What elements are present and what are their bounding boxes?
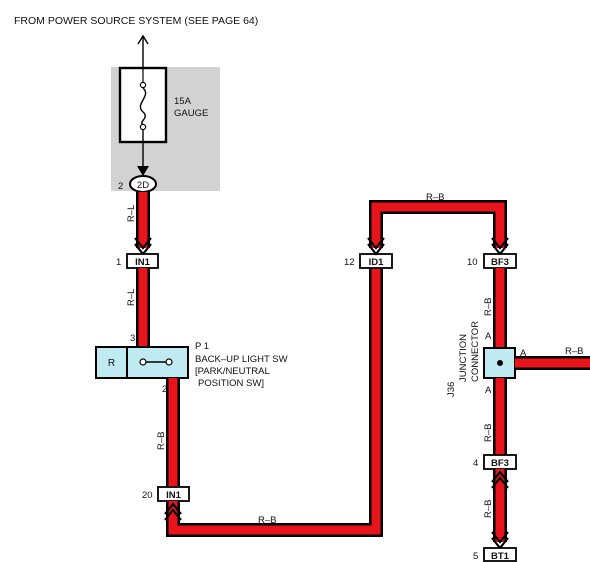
fuse-pin-number: 2: [118, 181, 123, 192]
power-input-arrow: [137, 34, 149, 68]
power-source-text: FROM POWER SOURCE SYSTEM (SEE PAGE 64): [14, 15, 258, 27]
switch-position-label: R: [108, 358, 115, 369]
bt1-pin: 5: [473, 551, 478, 562]
junction-node: [497, 360, 503, 366]
wire-r-l-upper: [136, 192, 150, 248]
fuse-rating: 15A: [174, 96, 192, 107]
wire-r-b-loop: [168, 268, 381, 535]
wire-r-b-junction-to-bf3: [493, 378, 507, 455]
wire-r-b-to-bt1: [493, 469, 507, 542]
arrow-to-bf3-top: [491, 237, 509, 250]
wire-label-r-l-mid: R–L: [126, 289, 137, 306]
wire-r-b-bf3-to-junction: [493, 268, 507, 348]
bf3-bottom-pin: 4: [473, 458, 478, 469]
wire-label-r-b-bt1: R–B: [483, 500, 494, 518]
arrow-to-in1: [134, 237, 152, 250]
wire-r-l-lower: [136, 268, 150, 347]
id1-label: ID1: [369, 257, 385, 268]
bt1-connector: [483, 547, 517, 562]
wire-r-b-junction-right: [515, 356, 590, 370]
fuse-connector-label: 2D: [137, 180, 149, 191]
arrow-to-bt1: [491, 531, 509, 544]
switch-name-line3: POSITION SW]: [198, 378, 264, 389]
fuse-symbol: [118, 66, 168, 176]
bt1-label: BT1: [491, 551, 510, 562]
switch-name-line2: [PARK/NEUTRAL: [195, 366, 270, 377]
wire-label-r-b-top: R–B: [426, 192, 444, 203]
junction-pin-top: A: [485, 331, 492, 342]
wire-r-b-top-outline: [369, 200, 507, 248]
arrow-from-in1-bottom: [164, 502, 182, 515]
wire-r-b-top: [371, 202, 505, 248]
switch-pin-in: 3: [130, 333, 135, 344]
in1-top-pin: 1: [116, 257, 121, 268]
bf3-top-label: BF3: [491, 257, 509, 268]
arrow-from-bf3-bottom: [491, 470, 509, 483]
in1-bottom-pin: 20: [142, 490, 153, 501]
wire-label-r-b-bottom: R–B: [258, 515, 276, 526]
wire-r-b-switch-out: [166, 378, 180, 486]
junction-pin-bottom: A: [485, 385, 492, 396]
wire-label-r-l-top: R–L: [126, 205, 137, 222]
wire-label-r-b-junction-right: R–B: [565, 346, 583, 357]
junction-name-line1: JUNCTION: [458, 334, 469, 382]
junction-pin-right: A: [520, 348, 527, 359]
bf3-bottom-label: BF3: [491, 458, 509, 469]
bf3-top-pin: 10: [467, 257, 478, 268]
backup-light-switch: [95, 346, 189, 379]
wire-r-b-loop-outline: [166, 268, 383, 537]
junction-name-line2: CONNECTOR: [470, 321, 481, 382]
wire-label-r-b-bf3-top: R–B: [483, 298, 494, 316]
wire-label-r-b-bf3-lower: R–B: [483, 424, 494, 442]
junction-id: J36: [446, 382, 457, 397]
id1-pin: 12: [344, 257, 355, 268]
in1-top-label: IN1: [135, 257, 151, 268]
switch-name-line1: BACK–UP LIGHT SW: [195, 354, 288, 365]
arrow-to-id1: [367, 237, 385, 250]
switch-id: P 1: [195, 341, 209, 352]
wire-label-r-b-switch-out: R–B: [156, 432, 167, 450]
in1-bottom-label: IN1: [166, 490, 182, 501]
fuse-name: GAUGE: [174, 108, 208, 119]
switch-pin-out: 2: [162, 384, 167, 395]
